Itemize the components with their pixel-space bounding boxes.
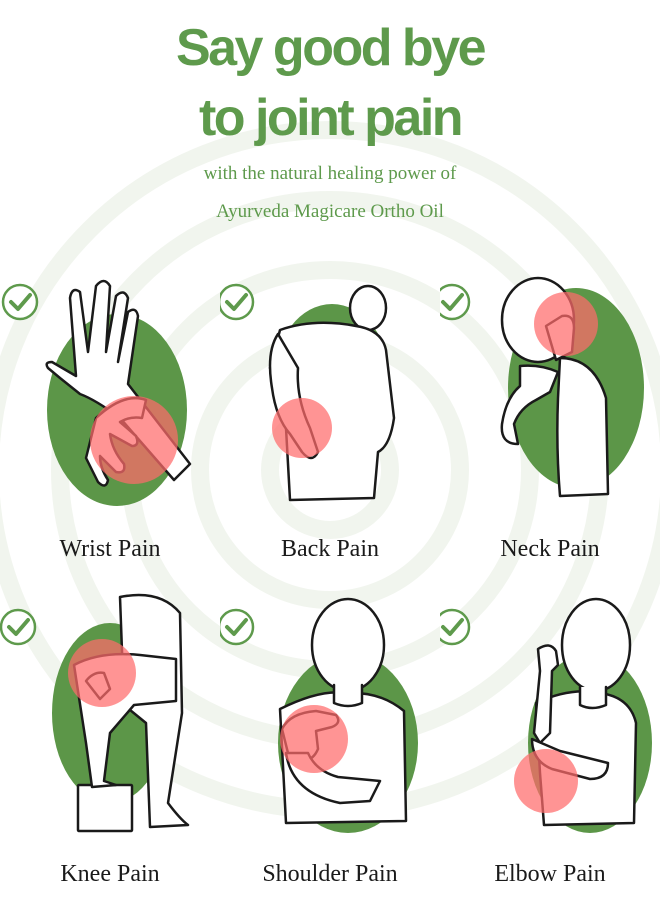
- pain-label: Neck Pain: [500, 536, 600, 562]
- pain-spot: [68, 639, 136, 707]
- headline-line-2: to joint pain: [198, 89, 464, 147]
- pain-spot: [514, 749, 578, 813]
- pain-label: Back Pain: [281, 536, 379, 562]
- pain-label: Elbow Pain: [494, 861, 606, 887]
- pain-label: Knee Pain: [60, 861, 160, 887]
- check-icon: [440, 608, 471, 646]
- check-icon: [440, 283, 471, 321]
- check-icon: [1, 283, 39, 321]
- knee-illustration: [72, 593, 190, 833]
- headline-line-1: Say good bye: [175, 19, 487, 77]
- pain-spot: [534, 292, 598, 356]
- check-icon: [0, 608, 37, 646]
- pain-card-wrist: Wrist Pain: [0, 268, 220, 598]
- pain-spot: [90, 396, 178, 484]
- pain-card-knee: Knee Pain: [0, 593, 220, 923]
- pain-spot: [280, 705, 348, 773]
- check-icon: [220, 608, 255, 646]
- pain-label: Wrist Pain: [59, 536, 161, 562]
- pain-label: Shoulder Pain: [262, 861, 398, 887]
- pain-card-elbow: Elbow Pain: [440, 593, 660, 923]
- subtitle-line-2: Ayurveda Magicare Ortho Oil: [216, 201, 444, 222]
- check-icon: [220, 283, 255, 321]
- pain-card-back: Back Pain: [220, 268, 440, 598]
- pain-card-neck: Neck Pain: [440, 268, 660, 598]
- elbow-illustration: [530, 597, 638, 827]
- pain-card-shoulder: Shoulder Pain: [220, 593, 440, 923]
- pain-spot: [272, 398, 332, 458]
- subtitle-line-1: with the natural healing power of: [203, 163, 457, 184]
